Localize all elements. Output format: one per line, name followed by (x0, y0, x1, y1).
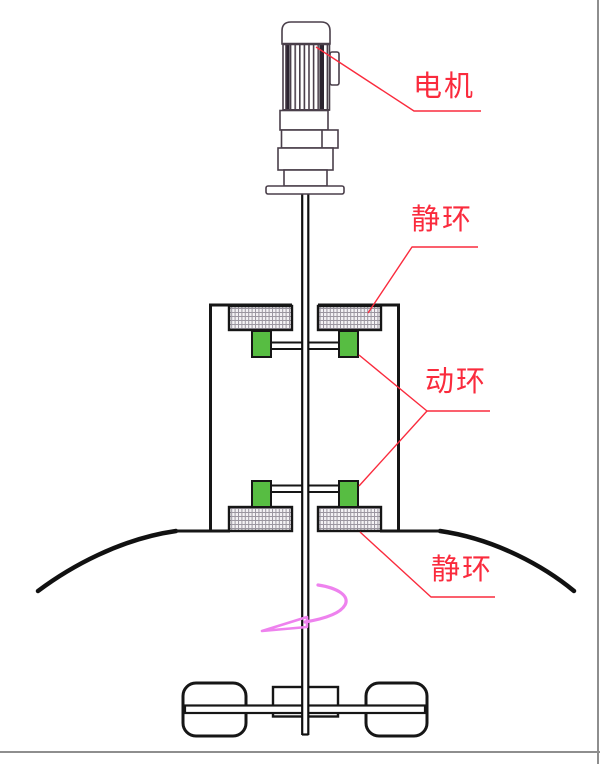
leader-static-ring-top (367, 246, 478, 314)
tank-dome-left-arc (35, 528, 179, 594)
leader-static-ring-bottom (359, 531, 495, 598)
motor-mounting-flange (265, 185, 345, 195)
static-rings (227, 304, 383, 533)
moving-rings (251, 330, 359, 508)
rotation-arrowhead (260, 615, 309, 633)
moving-ring-bottom-right (338, 480, 359, 508)
motor-gearbox-upper (280, 129, 339, 149)
moving-ring-top-right (338, 330, 359, 358)
static-ring-bottom-label: 静环 (431, 554, 494, 586)
motor-top-cap (281, 21, 331, 45)
leader-motor (315, 46, 481, 112)
leader-lines (315, 46, 495, 598)
static-ring-top-label: 静环 (411, 204, 474, 236)
motor-gearbox-lower (277, 147, 334, 171)
motor-neck-upper (279, 109, 329, 131)
motor-drawing (265, 21, 345, 195)
rotation-arrow-icon (260, 583, 348, 633)
motor-neck-lower (283, 169, 328, 187)
static-ring-top-right (316, 304, 383, 332)
static-ring-bottom-right (316, 505, 383, 533)
static-ring-top-left (227, 304, 294, 332)
agitator-shaft (301, 194, 310, 736)
moving-ring-bottom-left (251, 480, 272, 508)
tank-dome (35, 528, 577, 594)
static-ring-bottom-left (227, 505, 294, 533)
motor-label: 电机 (413, 71, 476, 103)
moving-ring-top-left (251, 330, 272, 358)
tank-dome-right-arc (437, 528, 577, 594)
leader-moving-ring-lower (358, 410, 428, 487)
moving-ring-label: 动环 (425, 366, 488, 398)
